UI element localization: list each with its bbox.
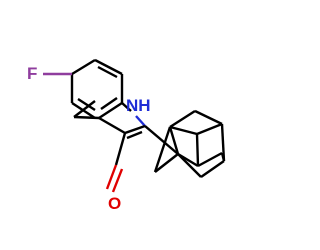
bond-cho-o-double [111,168,124,193]
adamantyl-bond-3 [194,109,223,126]
nitrogen-label: NH [126,96,151,115]
bond-c3-c3a [98,116,126,135]
bond-c7a-n1 [121,102,132,112]
adamantyl-cage [144,109,226,178]
molecule-structure-diagram: F NH O [27,58,226,213]
bond-c3-cho [114,132,127,166]
adamantyl-bond-7 [177,152,199,168]
bond-cho-o [105,164,118,190]
aldehyde-group: O [105,132,127,213]
fluorine-label: F [27,64,37,83]
bond-c6-c7-inner [97,65,118,79]
bond-c5-inner [77,97,96,112]
adamantyl-bond-8 [197,151,223,168]
adamantyl-bond-5 [200,160,225,178]
bond-c2-adamantyl [144,125,179,155]
bond-c4-c5 [73,100,96,118]
bond-c7a-c3a [98,101,123,120]
bond-c5-c6 [71,58,96,76]
adamantyl-bond-10 [154,153,179,173]
oxygen-label: O [108,194,121,213]
bond-c2-c3 [124,124,146,135]
adamantyl-bond-9 [220,152,226,162]
bond-c2-c3-double [126,130,143,140]
adamantyl-bond-11 [153,126,172,173]
bond-n1-c2 [135,115,146,127]
adamantyl-bond-1 [168,126,180,155]
nh-group: NH [126,96,151,115]
adamantyl-bond-12 [195,133,200,167]
adamantyl-bond-6 [177,153,202,178]
pyrrole-ring [98,102,146,140]
bond-c6-c7 [94,58,123,76]
fluoro-substituent: F [27,64,72,83]
benzene-ring [70,58,124,120]
adamantyl-bond-13 [196,122,223,136]
adamantyl-bond-14 [169,125,198,136]
adamantyl-bond-2 [169,109,196,129]
bond-c5-c4-bottom [71,101,96,120]
bond-c7a-c3a-inner [100,97,118,110]
